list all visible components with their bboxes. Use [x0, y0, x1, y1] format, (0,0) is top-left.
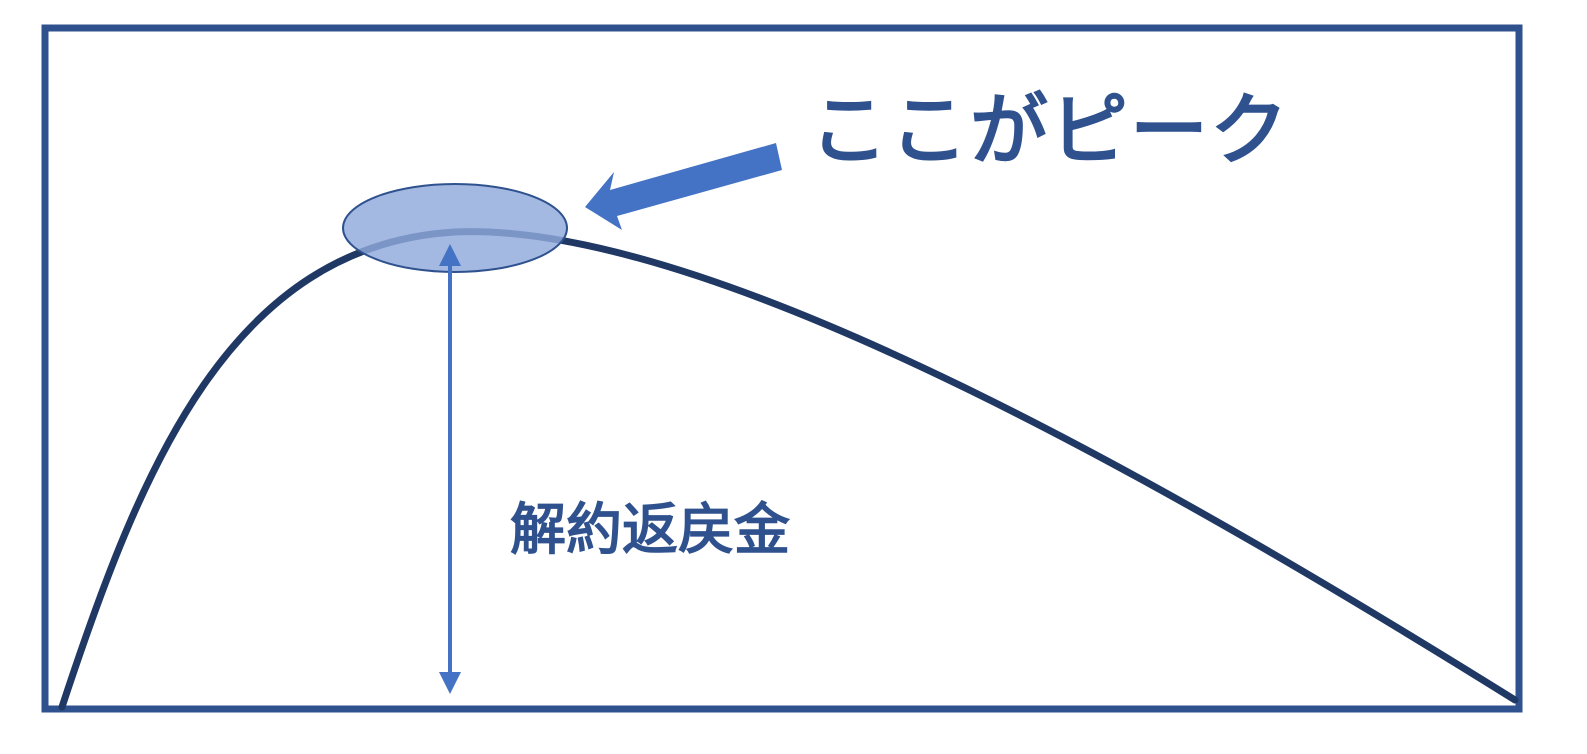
peak-label: ここがピーク: [810, 86, 1291, 176]
peak-highlight-ellipse: [342, 183, 568, 273]
left-arrow-icon: [585, 143, 782, 230]
surrender-value-label: 解約返戻金: [510, 498, 790, 563]
double-arrow-icon: [439, 244, 461, 694]
diagram-frame: [41, 24, 1523, 713]
